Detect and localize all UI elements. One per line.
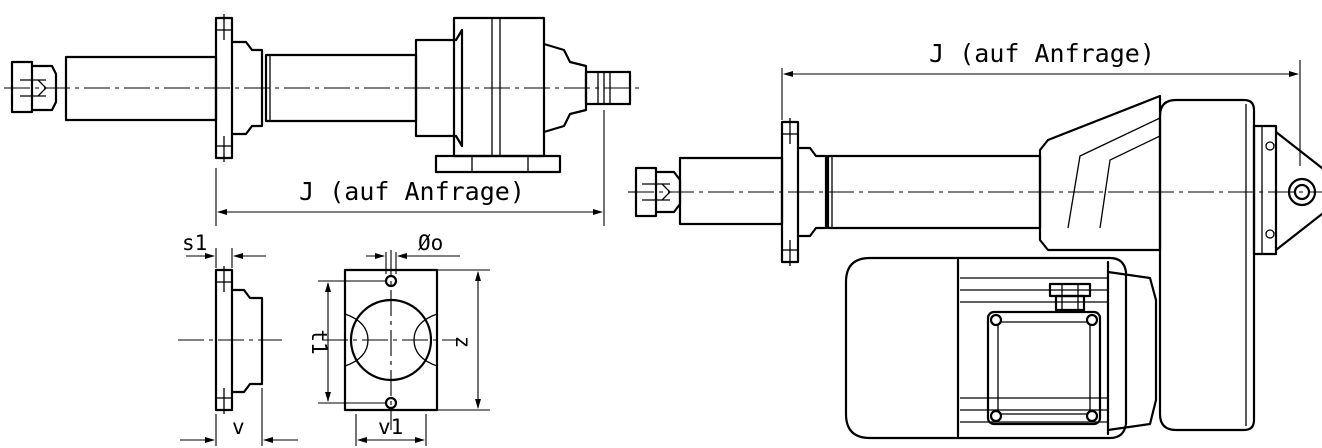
dimension-t1-label: t1 [307, 329, 331, 354]
dimension-j-label-right: J (auf Anfrage) [929, 39, 1155, 68]
dimension-o-label: Øo [418, 231, 443, 255]
flange-front-view: Øo t1 z v1 [307, 231, 490, 446]
dimension-v1-label: v1 [378, 415, 403, 439]
dimension-s1-label: s1 [182, 231, 207, 255]
dimension-z-label: z [451, 336, 475, 349]
side-view-left: J (auf Anfrage) [4, 14, 640, 226]
dimension-j-label-left: J (auf Anfrage) [299, 177, 525, 206]
motor-actuator-view: J (auf Anfrage) [628, 39, 1322, 440]
dimension-v-label: v [232, 415, 245, 439]
flange-side-detail: s1 v [178, 231, 298, 446]
